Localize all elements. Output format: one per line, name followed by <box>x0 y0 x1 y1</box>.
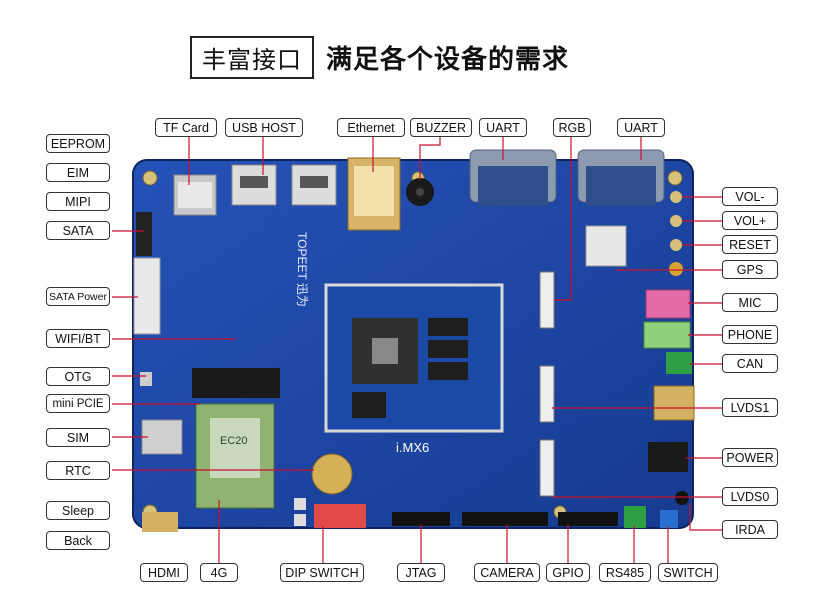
vol-minus-button <box>670 191 682 203</box>
label-wifibt: WIFI/BT <box>46 329 110 348</box>
reset-button <box>670 239 682 251</box>
flash-chip <box>352 392 386 418</box>
lvds0-ffc <box>539 439 555 497</box>
phone-jack <box>643 321 691 349</box>
key-button <box>294 514 306 526</box>
rs485-terminal <box>624 506 646 528</box>
line-irda <box>689 504 722 531</box>
title-main: 满足各个设备的需求 <box>326 43 570 74</box>
label-volplus: VOL+ <box>722 211 778 230</box>
jtag-header <box>392 512 450 526</box>
label-rtc: RTC <box>46 461 110 480</box>
memory-chip <box>428 340 468 358</box>
label-reset: RESET <box>722 235 778 254</box>
mic-jack <box>645 289 691 319</box>
sata-power-connector <box>133 257 161 335</box>
label-lvds1: LVDS1 <box>722 398 778 417</box>
label-jtag: JTAG <box>397 563 445 582</box>
rtc-battery <box>311 453 353 495</box>
brand-text: TOPEET 迅为 <box>295 232 309 307</box>
label-gps: GPS <box>722 260 778 279</box>
label-back: Back <box>46 531 110 550</box>
label-otg: OTG <box>46 367 110 386</box>
gps-antenna <box>669 262 683 276</box>
label-tfcard: TF Card <box>155 118 217 137</box>
power-jack <box>648 442 688 472</box>
mount-hole <box>142 170 158 186</box>
label-rs485: RS485 <box>599 563 651 582</box>
can-terminal <box>666 352 692 374</box>
label-dipswitch: DIP SWITCH <box>280 563 364 582</box>
label-usbhost: USB HOST <box>225 118 303 137</box>
label-mic: MIC <box>722 293 778 312</box>
dip-switch-component <box>314 504 366 528</box>
line-buzzer <box>419 136 441 180</box>
mini-pcie-slot <box>192 368 280 398</box>
gpio-header <box>558 512 618 526</box>
label-lvds0: LVDS0 <box>722 487 778 506</box>
title-boxed: 丰富接口 <box>190 35 314 79</box>
label-eim: EIM <box>46 163 110 182</box>
key-button <box>294 498 306 510</box>
label-sata: SATA <box>46 221 110 240</box>
vol-plus-button <box>670 215 682 227</box>
line-rgb <box>554 136 572 301</box>
label-buzzer: BUZZER <box>410 118 472 137</box>
label-sim: SIM <box>46 428 110 447</box>
label-phone: PHONE <box>722 325 778 344</box>
memory-chip <box>428 318 468 336</box>
label-ethernet: Ethernet <box>337 118 405 137</box>
camera-header <box>462 512 548 526</box>
label-satapower: SATA Power <box>46 287 110 306</box>
label-irda: IRDA <box>722 520 778 539</box>
gps-module <box>585 225 627 267</box>
label-volminus: VOL- <box>722 187 778 206</box>
hdmi-port <box>142 512 178 532</box>
soc-label: i.MX6 <box>396 440 429 455</box>
hdmi-right <box>653 385 695 421</box>
label-uart1: UART <box>479 118 527 137</box>
label-gpio: GPIO <box>546 563 590 582</box>
mount-hole <box>667 170 683 186</box>
label-4g: 4G <box>200 563 238 582</box>
label-sleep: Sleep <box>46 501 110 520</box>
label-minipcie: mini PCIE <box>46 394 110 413</box>
memory-chip <box>428 362 468 380</box>
lvds1-ffc <box>539 365 555 423</box>
label-hdmi: HDMI <box>140 563 188 582</box>
label-eeprom: EEPROM <box>46 134 110 153</box>
switch-component <box>660 510 678 528</box>
label-power: POWER <box>722 448 778 467</box>
title-area: 丰富接口 满足各个设备的需求 <box>190 35 570 79</box>
label-uart2: UART <box>617 118 665 137</box>
label-rgb: RGB <box>553 118 591 137</box>
irda-sensor <box>675 491 689 505</box>
label-camera: CAMERA <box>474 563 540 582</box>
sata-connector <box>136 212 152 256</box>
module-text: EC20 <box>220 435 248 447</box>
label-mipi: MIPI <box>46 192 110 211</box>
label-can: CAN <box>722 354 778 373</box>
label-switch: SWITCH <box>658 563 718 582</box>
